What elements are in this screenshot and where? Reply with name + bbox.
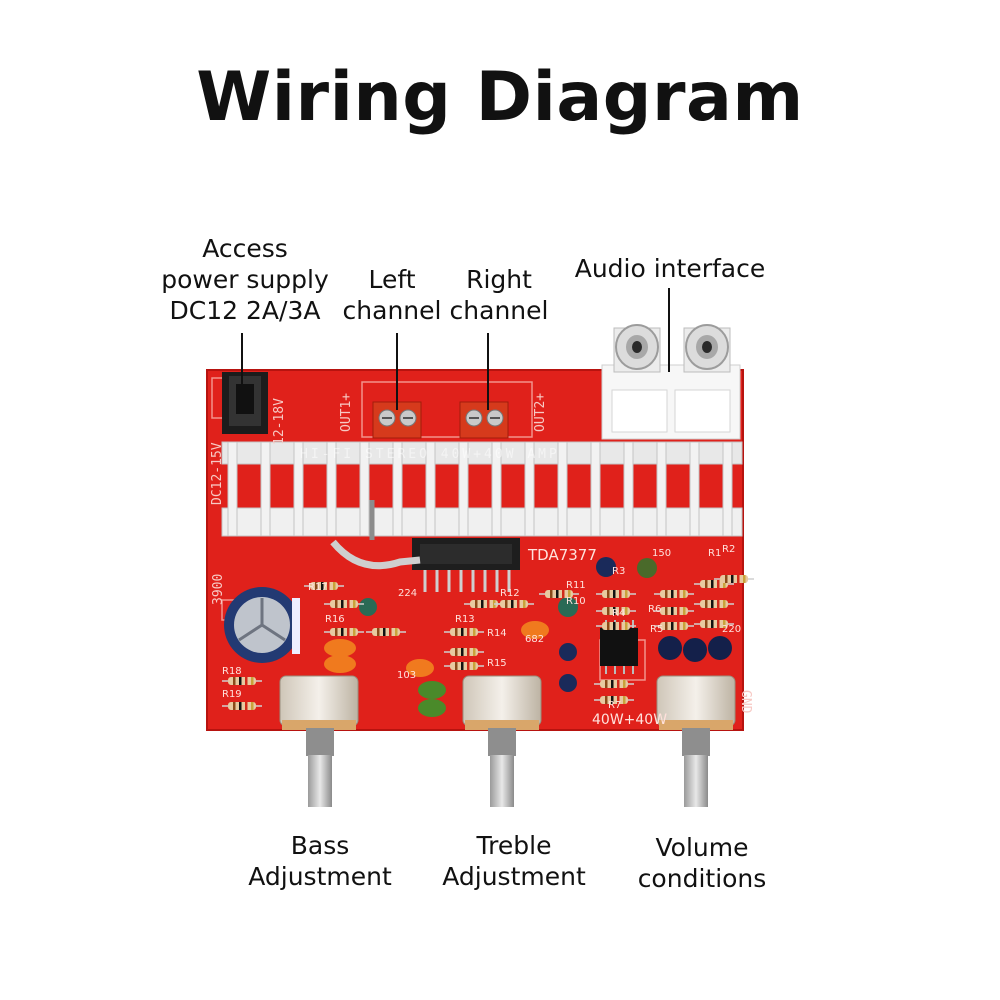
silk-ref-label: R15 bbox=[487, 658, 507, 669]
callout-volume: Volume conditions bbox=[637, 833, 767, 893]
resistor bbox=[494, 600, 534, 608]
callout-treble: Treble Adjustment bbox=[442, 831, 586, 891]
resistor bbox=[222, 677, 262, 685]
heatsink-fin bbox=[623, 441, 634, 537]
op-amp-ic bbox=[600, 628, 638, 666]
silk-heatsink-text: HI-FI STEREO 40W+40W AMP bbox=[300, 447, 560, 462]
heatsink-fin bbox=[392, 441, 403, 537]
callout-audio: Audio interface bbox=[574, 254, 766, 283]
silk-ref-label: R12 bbox=[500, 588, 520, 599]
silk-ref-label: R3 bbox=[612, 566, 625, 577]
resistor bbox=[366, 628, 406, 636]
rca-audio-jacks bbox=[601, 324, 741, 440]
resistor bbox=[596, 622, 636, 630]
silk-dc-range: 12-18V bbox=[272, 398, 287, 445]
heatsink-fin bbox=[227, 441, 238, 537]
dc-power-jack bbox=[222, 372, 268, 434]
silk-ref-label: R6 bbox=[648, 604, 661, 615]
volume-potentiometer bbox=[656, 675, 736, 807]
right-channel-terminal bbox=[459, 401, 509, 439]
resistor bbox=[594, 680, 634, 688]
resistor bbox=[444, 628, 484, 636]
silk-ref-label: R10 bbox=[566, 596, 586, 607]
resistor bbox=[596, 590, 636, 598]
silk-power-rating: 40W+40W bbox=[592, 712, 667, 728]
heatsink bbox=[221, 441, 743, 537]
small-capacitors bbox=[359, 557, 732, 692]
page-title: Wiring Diagram bbox=[196, 58, 804, 137]
resistors bbox=[222, 575, 754, 710]
silk-ref-label: R11 bbox=[566, 580, 586, 591]
resistor bbox=[594, 696, 634, 704]
silk-ref-label: R13 bbox=[455, 614, 475, 625]
silk-ref-label: R18 bbox=[222, 666, 242, 677]
callout-left-channel: Left channel bbox=[342, 265, 442, 325]
silk-chip: TDA7377 bbox=[527, 546, 597, 564]
treble-potentiometer bbox=[462, 675, 542, 807]
resistor bbox=[324, 628, 364, 636]
resistor bbox=[222, 702, 262, 710]
silk-ref-label: 150 bbox=[652, 548, 671, 559]
resistor bbox=[654, 607, 694, 615]
filter-capacitor bbox=[224, 587, 300, 663]
heatsink-fin bbox=[557, 441, 568, 537]
ceramic-capacitors bbox=[324, 621, 549, 717]
heatsink-fin bbox=[260, 441, 271, 537]
heatsink-fin bbox=[458, 441, 469, 537]
callout-power: Access power supply DC12 2A/3A bbox=[161, 234, 329, 325]
resistor bbox=[714, 575, 754, 583]
resistor bbox=[539, 590, 579, 598]
resistor bbox=[444, 662, 484, 670]
heatsink-fin bbox=[359, 441, 370, 537]
resistor bbox=[654, 590, 694, 598]
resistor bbox=[654, 622, 694, 630]
resistor bbox=[324, 600, 364, 608]
silk-ref-label: R7 bbox=[608, 700, 621, 711]
amplifier-ic bbox=[412, 538, 520, 592]
heatsink-fin bbox=[689, 441, 700, 537]
silk-gnd: GND bbox=[738, 690, 753, 714]
callout-bass: Bass Adjustment bbox=[248, 831, 392, 891]
resistor bbox=[444, 648, 484, 656]
silk-ref-label: R19 bbox=[222, 689, 242, 700]
silk-cap-value: 3900 bbox=[211, 574, 226, 605]
resistor bbox=[694, 600, 734, 608]
heatsink-fin bbox=[656, 441, 667, 537]
callout-right-channel: Right channel bbox=[449, 265, 549, 325]
silk-ref-label: 224 bbox=[398, 588, 417, 599]
heatsink-fin bbox=[590, 441, 601, 537]
silk-out2: OUT2+ bbox=[533, 393, 548, 432]
silk-ref-label: R17 bbox=[308, 582, 328, 593]
silk-ref-label: 103 bbox=[397, 670, 416, 681]
bass-potentiometer bbox=[279, 675, 359, 807]
heatsink-fin bbox=[491, 441, 502, 537]
resistor bbox=[596, 607, 636, 615]
silk-ref-label: 220 bbox=[722, 624, 741, 635]
heatsink-fin bbox=[524, 441, 535, 537]
resistor bbox=[304, 582, 344, 590]
silk-ref-label: 682 bbox=[525, 634, 544, 645]
silk-ref-label: R2 bbox=[722, 544, 735, 555]
silk-out1: OUT1+ bbox=[339, 393, 354, 432]
silk-ref-label: R4 bbox=[612, 608, 625, 619]
silk-ref-label: R14 bbox=[487, 628, 507, 639]
heatsink-fin bbox=[425, 441, 436, 537]
heatsink-fin bbox=[722, 441, 733, 537]
resistor bbox=[694, 620, 734, 628]
heatsink-fin bbox=[326, 441, 337, 537]
heatsink-fin bbox=[293, 441, 304, 537]
silk-ref-label: R1 bbox=[708, 548, 721, 559]
silk-ref-label: R16 bbox=[325, 614, 345, 625]
silk-ref-label: R5 bbox=[650, 624, 663, 635]
silk-dc-side: DC12-15V bbox=[210, 442, 225, 505]
